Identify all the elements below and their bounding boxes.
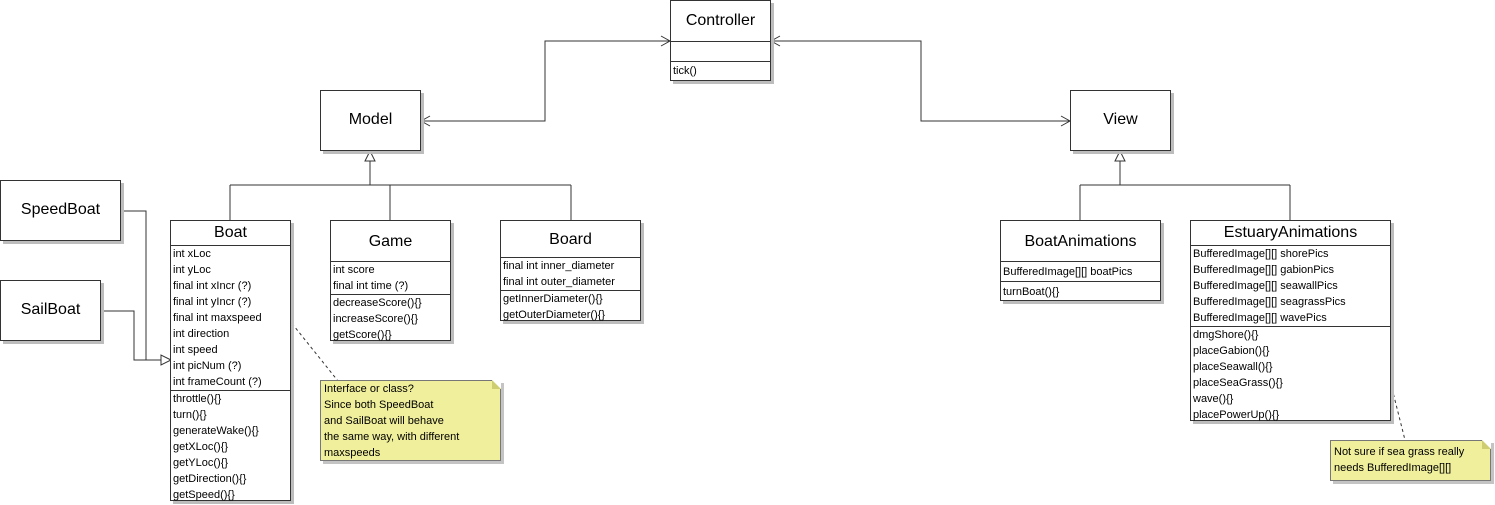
attribute: int frameCount (?): [173, 376, 262, 388]
method: turn(){}: [173, 409, 207, 421]
class-name: SailBoat: [20, 300, 81, 318]
method: throttle(){}: [173, 393, 222, 405]
model-generalization-tree: [229, 161, 572, 220]
note-line: and SailBoat will behave: [324, 415, 444, 427]
note-line: maxspeeds: [324, 447, 381, 459]
boat-class[interactable]: Boat int xLoc int yLoc final int xIncr (…: [170, 220, 291, 501]
method: getOuterDiameter(){}: [503, 309, 606, 321]
sailboat-class[interactable]: SailBoat: [0, 280, 101, 341]
attributes-section: int score final int time (?): [331, 261, 450, 294]
methods-section: dmgShore(){} placeGabion(){} placeSeawal…: [1191, 326, 1390, 423]
controller-class[interactable]: Controller tick(): [670, 0, 771, 81]
boat-generalization-triangle: [160, 354, 173, 366]
attribute: int picNum (?): [173, 360, 242, 372]
boat-note[interactable]: Interface or class? Since both SpeedBoat…: [320, 380, 501, 461]
attribute: int score: [333, 264, 375, 276]
arrowhead-model: [419, 115, 431, 127]
attributes-section: [671, 41, 770, 61]
method: getSpeed(){}: [173, 489, 235, 501]
method: turnBoat(){}: [1003, 286, 1060, 298]
speedboat-class[interactable]: SpeedBoat: [0, 180, 121, 241]
methods-section: throttle(){} turn(){} generateWake(){} g…: [171, 390, 290, 503]
attribute: int yLoc: [173, 264, 211, 276]
class-name: Board: [549, 231, 592, 248]
class-name: Boat: [214, 224, 247, 241]
speedboat-generalization: [121, 210, 161, 361]
note-line: the same way, with different: [324, 431, 460, 443]
method: getScore(){}: [333, 329, 392, 341]
sailboat-generalization: [101, 310, 161, 361]
view-generalization-tree: [1079, 161, 1291, 220]
class-name: Game: [368, 233, 413, 250]
method: decreaseScore(){}: [333, 297, 422, 309]
method: increaseScore(){}: [333, 313, 418, 325]
note-line: Since both SpeedBoat: [324, 399, 434, 411]
model-controller-association: [421, 40, 670, 122]
attribute: final int maxspeed: [173, 312, 262, 324]
class-name: Controller: [685, 12, 756, 29]
note-line: needs BufferedImage[][]: [1334, 462, 1452, 474]
attribute: int speed: [173, 344, 218, 356]
view-class[interactable]: View: [1070, 90, 1171, 151]
note-fold-corner: [1482, 440, 1491, 449]
note-fold-corner: [492, 380, 501, 389]
game-class[interactable]: Game int score final int time (?) decrea…: [330, 220, 451, 341]
attributes-section: int xLoc int yLoc final int xIncr (?) fi…: [171, 245, 290, 390]
boatanimations-class[interactable]: BoatAnimations BufferedImage[][] boatPic…: [1000, 220, 1161, 301]
method: placePowerUp(){}: [1193, 409, 1280, 421]
attribute: BufferedImage[][] seagrassPics: [1193, 296, 1346, 308]
method: wave(){}: [1193, 393, 1234, 405]
model-generalization-triangle: [364, 149, 376, 162]
attribute: BufferedImage[][] gabionPics: [1193, 264, 1335, 276]
method: placeSeawall(){}: [1193, 361, 1273, 373]
attribute: final int xIncr (?): [173, 280, 252, 292]
class-name: SpeedBoat: [20, 200, 101, 218]
class-name: View: [1103, 110, 1138, 128]
view-generalization-triangle: [1114, 149, 1126, 162]
board-class[interactable]: Board final int inner_diameter final int…: [500, 220, 641, 321]
method: placeGabion(){}: [1193, 345, 1270, 357]
method: getInnerDiameter(){}: [503, 293, 603, 305]
method: placeSeaGrass(){}: [1193, 377, 1283, 389]
attribute: int direction: [173, 328, 230, 340]
method: getYLoc(){}: [173, 457, 229, 469]
methods-section: decreaseScore(){} increaseScore(){} getS…: [331, 294, 450, 343]
method: tick(): [673, 65, 697, 77]
attributes-section: BufferedImage[][] shorePics BufferedImag…: [1191, 245, 1390, 326]
method: getDirection(){}: [173, 473, 247, 485]
method: dmgShore(){}: [1193, 329, 1259, 341]
attributes-section: BufferedImage[][] boatPics: [1001, 261, 1160, 281]
class-name: BoatAnimations: [1024, 233, 1137, 250]
model-class[interactable]: Model: [320, 90, 421, 151]
attribute: BufferedImage[][] shorePics: [1193, 248, 1329, 260]
attribute: BufferedImage[][] seawallPics: [1193, 280, 1338, 292]
arrowhead-controller-right: [769, 35, 781, 47]
note-line: Not sure if sea grass really: [1334, 446, 1465, 458]
attribute: BufferedImage[][] wavePics: [1193, 312, 1327, 324]
method: generateWake(){}: [173, 425, 259, 437]
class-name: EstuaryAnimations: [1223, 224, 1358, 241]
note-line: Interface or class?: [324, 383, 414, 395]
attribute: final int outer_diameter: [503, 276, 615, 288]
controller-view-association: [771, 40, 1070, 122]
attribute: final int time (?): [333, 280, 409, 292]
attribute: int xLoc: [173, 248, 211, 260]
estuary-note[interactable]: Not sure if sea grass really needs Buffe…: [1330, 440, 1491, 481]
attribute: final int inner_diameter: [503, 260, 615, 272]
methods-section: turnBoat(){}: [1001, 281, 1160, 300]
methods-section: getInnerDiameter(){} getOuterDiameter(){…: [501, 290, 640, 323]
class-name: Model: [348, 110, 393, 128]
attributes-section: final int inner_diameter final int outer…: [501, 257, 640, 290]
method: getXLoc(){}: [173, 441, 229, 453]
attribute: final int yIncr (?): [173, 296, 252, 308]
methods-section: tick(): [671, 61, 770, 79]
attribute: BufferedImage[][] boatPics: [1003, 266, 1133, 278]
estuaryanimations-class[interactable]: EstuaryAnimations BufferedImage[][] shor…: [1190, 220, 1391, 421]
